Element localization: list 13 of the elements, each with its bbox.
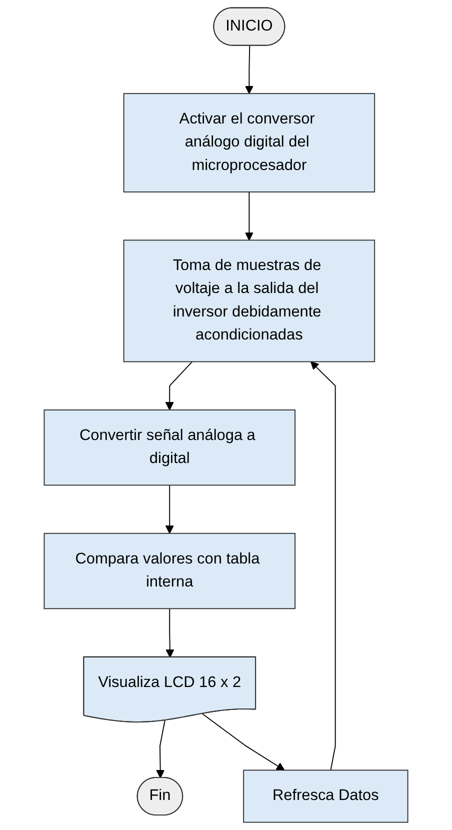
- node-box: [243, 770, 408, 823]
- arrow: [166, 608, 174, 658]
- arrow: [244, 45, 254, 94]
- arrow: [202, 713, 285, 771]
- node-box: [123, 240, 376, 362]
- arrow: [156, 720, 166, 778]
- node-box: [44, 409, 296, 486]
- node-box: [123, 93, 376, 192]
- arrow: [165, 484, 174, 534]
- node-box: [44, 532, 296, 610]
- arrow: [244, 191, 254, 241]
- arrow: [310, 361, 336, 771]
- arrow: [165, 361, 193, 410]
